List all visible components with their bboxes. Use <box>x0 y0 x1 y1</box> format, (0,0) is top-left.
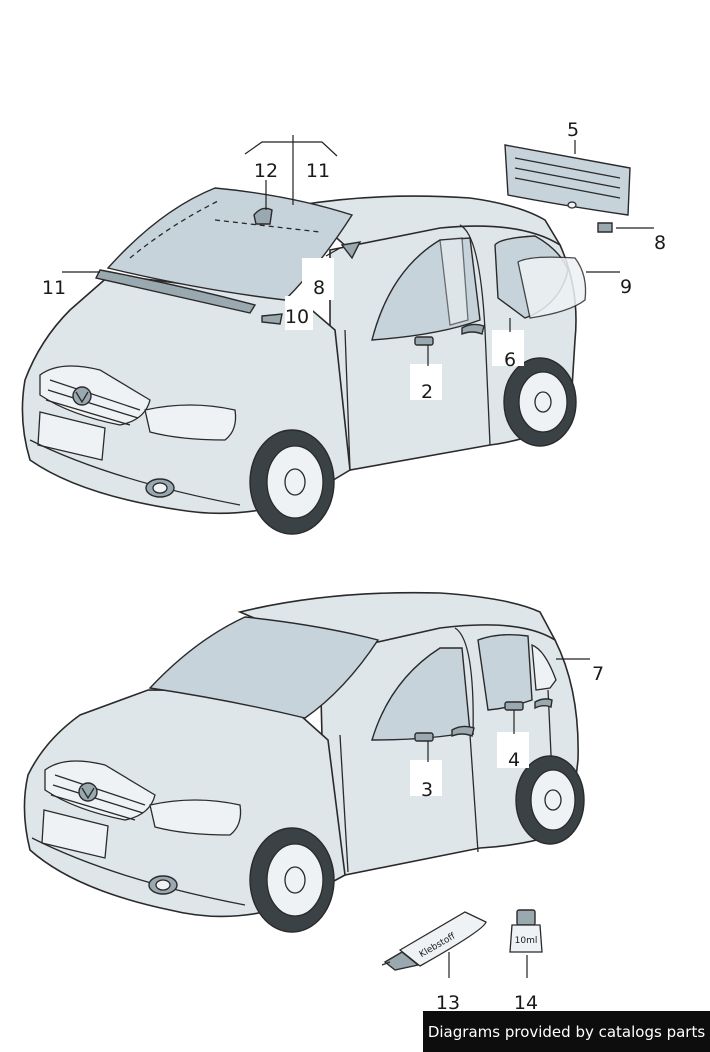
rear-side-window-panel <box>517 256 587 319</box>
callout-10: 10 <box>285 306 309 328</box>
callout-14: 14 <box>514 992 538 1014</box>
fog-light-4door <box>148 875 178 895</box>
car-four-door <box>23 591 585 933</box>
windshield-4door <box>148 616 380 719</box>
callout-11-left: 11 <box>42 277 66 299</box>
callout-4: 4 <box>508 749 520 771</box>
front-door-window-4door <box>371 647 471 741</box>
front-wheel <box>249 429 335 535</box>
fog-light-front <box>145 478 175 498</box>
regulator-bracket-4door-rear <box>504 701 524 711</box>
regulator-bracket-front <box>414 336 434 346</box>
retaining-clip <box>597 222 613 233</box>
grille <box>45 379 141 426</box>
grille-4door <box>50 774 146 821</box>
adhesive-tube: Klebstoff <box>381 911 487 971</box>
windshield-seal-strip <box>94 269 257 314</box>
callout-11-top: 11 <box>306 160 330 182</box>
callout-7: 7 <box>592 663 604 685</box>
rear-windscreen-part <box>504 144 631 216</box>
callout-2: 2 <box>421 381 433 403</box>
rear-door-window-4door <box>477 633 533 711</box>
front-wheel-4door <box>249 827 335 933</box>
windshield <box>106 187 354 301</box>
callout-8-right: 8 <box>654 232 666 254</box>
callout-8-center: 8 <box>313 277 325 299</box>
callout-3: 3 <box>421 779 433 801</box>
credit-banner: Diagrams provided by catalogs parts <box>423 1011 710 1052</box>
lower-trim-piece <box>261 313 283 325</box>
brand-emblem <box>72 386 92 406</box>
callout-9: 9 <box>620 276 632 298</box>
car-two-door <box>21 187 587 535</box>
callout-13: 13 <box>436 992 460 1014</box>
regulator-bracket-4door-front <box>414 732 434 742</box>
rear-wheel <box>503 357 577 447</box>
callout-6: 6 <box>504 349 516 371</box>
brand-emblem-4door <box>78 782 98 802</box>
primer-bottle: 10ml <box>509 909 543 953</box>
leader-1 <box>244 141 338 157</box>
bottle-label: 10ml <box>515 936 538 946</box>
rear-wheel-4door <box>515 755 585 845</box>
callout-5: 5 <box>567 119 579 141</box>
callout-12: 12 <box>254 160 278 182</box>
